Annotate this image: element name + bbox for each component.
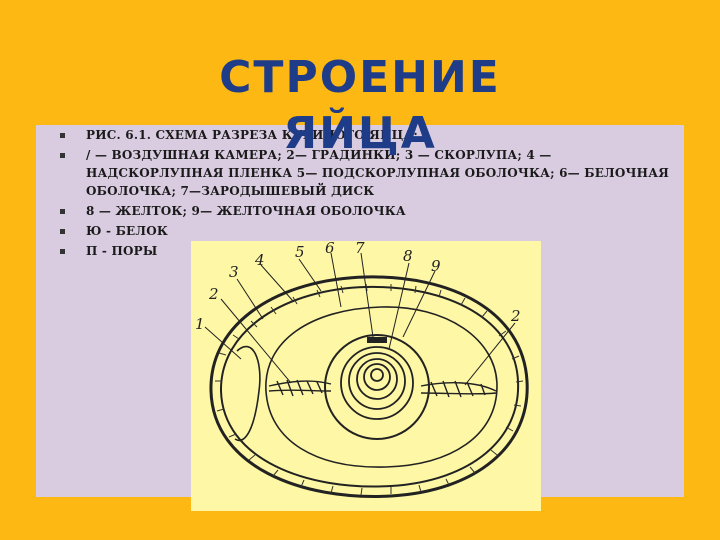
shell-pores: [215, 283, 524, 496]
germinal-disc: [367, 337, 387, 343]
list-item: П - ПОРЫ: [58, 242, 678, 260]
caption-line: 8 — ЖЕЛТОК; 9— ЖЕЛТОЧНАЯ ОБОЛОЧКА: [86, 204, 406, 218]
chalaza-left: [268, 379, 332, 397]
yolk-membrane: [324, 334, 430, 440]
list-item: РИС. 6.1. СХЕМА РАЗРЕЗА КУРИНОГО ЯЙЦА:: [58, 126, 678, 144]
bullet-icon: [60, 153, 65, 158]
bullet-icon: [60, 229, 65, 234]
label-2-right: 2: [510, 307, 521, 325]
label-4: 4: [254, 251, 265, 269]
bullet-icon: [60, 133, 65, 138]
label-5: 5: [295, 243, 305, 261]
shell-outer: [209, 275, 529, 498]
caption-line: РИС. 6.1. СХЕМА РАЗРЕЗА КУРИНОГО ЯЙЦА:: [86, 128, 419, 142]
albumen-boundary: [265, 306, 498, 468]
caption-line: / — ВОЗДУШНАЯ КАМЕРА; 2— ГРАДИНКИ; 3 — С…: [86, 148, 669, 198]
caption-line: П - ПОРЫ: [86, 244, 158, 258]
label-1: 1: [195, 315, 205, 333]
shell-inner: [219, 285, 520, 488]
label-2: 2: [208, 285, 219, 303]
label-6: 6: [325, 241, 335, 257]
label-3: 3: [229, 263, 239, 281]
leader-lines: [204, 252, 516, 386]
bullet-icon: [60, 249, 65, 254]
air-chamber-membrane: [234, 345, 261, 442]
egg-diagram: 1 2 3 4 5 6 7 8 9 2: [191, 241, 541, 511]
egg-cross-section-svg: 1 2 3 4 5 6 7 8 9 2: [195, 241, 529, 498]
yolk-rings: [340, 346, 414, 420]
list-item: Ю - БЕЛОК: [58, 222, 678, 240]
list-item: 8 — ЖЕЛТОК; 9— ЖЕЛТОЧНАЯ ОБОЛОЧКА: [58, 202, 678, 220]
label-9: 9: [431, 257, 441, 275]
label-7: 7: [355, 241, 365, 257]
chalaza-right: [420, 380, 497, 398]
bullet-icon: [60, 209, 65, 214]
list-item: / — ВОЗДУШНАЯ КАМЕРА; 2— ГРАДИНКИ; 3 — С…: [58, 146, 678, 200]
label-8: 8: [403, 247, 413, 265]
page-title: СТРОЕНИЕ ЯЙЦА: [219, 52, 501, 159]
caption-line: Ю - БЕЛОК: [86, 224, 168, 238]
caption-list: РИС. 6.1. СХЕМА РАЗРЕЗА КУРИНОГО ЯЙЦА: /…: [58, 126, 678, 262]
